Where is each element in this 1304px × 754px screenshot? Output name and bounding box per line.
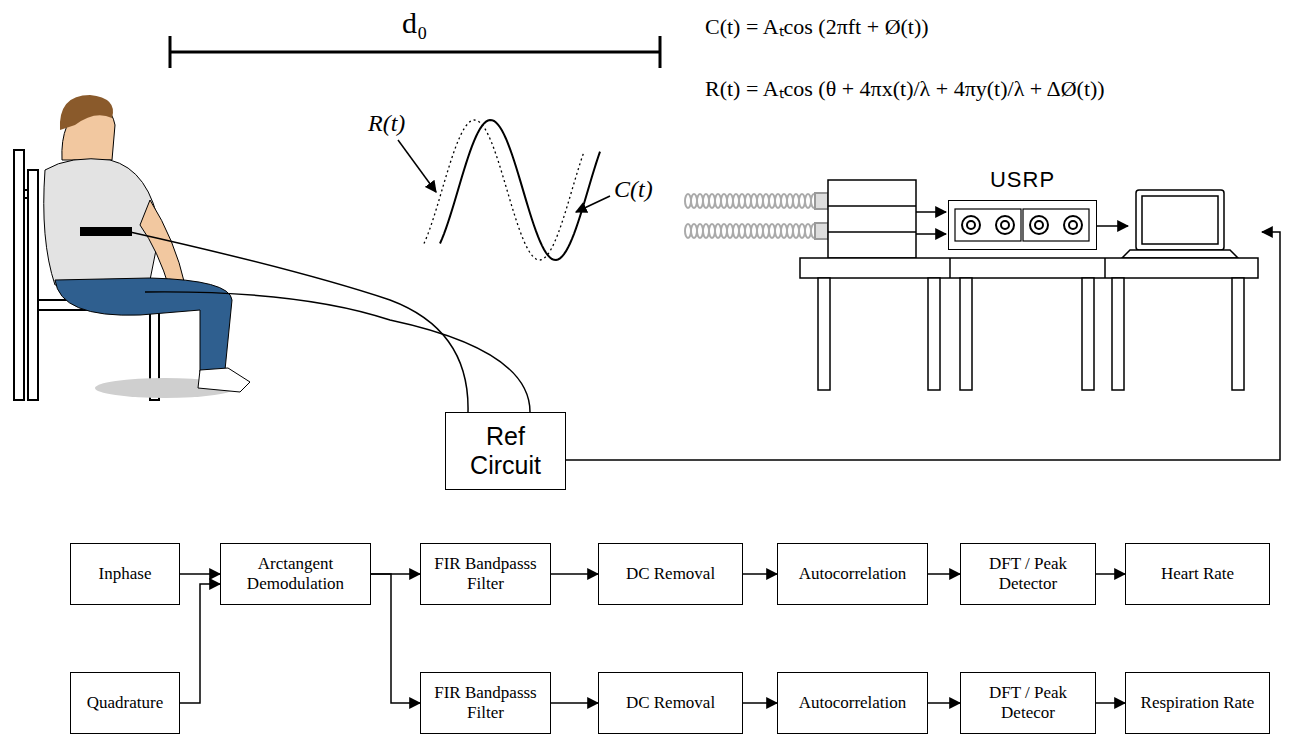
arrow <box>916 211 946 213</box>
usrp-ports <box>949 201 1095 248</box>
box-label: Heart Rate <box>1156 564 1239 584</box>
box-label: DC Removal <box>621 693 720 713</box>
antenna-connector <box>815 223 828 239</box>
wave-signal <box>424 120 600 260</box>
equation: C(t) = Aₜcos (2πft + Ø(t)) <box>705 10 929 40</box>
flow-arrow <box>371 574 420 703</box>
process-box: DFT / Peak Detecor <box>960 672 1096 734</box>
process-box: DFT / Peak Detector <box>960 543 1096 605</box>
process-box: Quadrature <box>70 672 180 734</box>
flow-arrow <box>180 584 220 703</box>
equation: R(t) = Aₜcos (θ + 4πx(t)/λ + 4πy(t)/λ + … <box>705 72 1105 102</box>
box-label: Autocorrelation <box>794 564 912 584</box>
box-label: DFT / Peak Detecor <box>961 683 1095 722</box>
table <box>800 258 1258 390</box>
antenna-connector <box>815 193 828 209</box>
box-label: DFT / Peak Detector <box>961 554 1095 593</box>
reflected-wave <box>424 120 584 260</box>
antenna-coil <box>685 193 828 239</box>
sensor-wire <box>130 232 530 412</box>
flow-arrow <box>1096 573 1125 575</box>
leader-line <box>576 196 610 212</box>
person <box>44 95 250 398</box>
dimension-label: d₀ <box>402 6 427 40</box>
carrier-wave <box>440 120 600 260</box>
box-label: Autocorrelation <box>794 693 912 713</box>
box-label: Arctangent Demodulation <box>221 554 370 593</box>
process-box: FIR Bandpasss Filter <box>420 543 551 605</box>
box-heading: USRP <box>949 167 1096 192</box>
output-box: Respiration Rate <box>1125 672 1270 734</box>
ref-circuit-box: Ref Circuit <box>445 412 566 490</box>
box-label: Quadrature <box>82 693 168 713</box>
box-label: FIR Bandpasss Filter <box>421 554 550 593</box>
chair <box>14 150 178 400</box>
arrow <box>1097 225 1128 227</box>
flow-arrow <box>551 702 598 704</box>
box-label: FIR Bandpasss Filter <box>421 683 550 722</box>
data-line <box>560 232 1280 460</box>
process-box: DC Removal <box>598 672 743 734</box>
process-box: Inphase <box>70 543 180 605</box>
flow-arrow <box>743 702 777 704</box>
process-box: Autocorrelation <box>777 672 928 734</box>
process-box: Arctangent Demodulation <box>220 543 371 605</box>
rf-frontend <box>828 180 916 258</box>
usrp-box: USRP <box>948 200 1097 250</box>
dimension-line <box>170 36 660 68</box>
flow-arrow <box>551 573 598 575</box>
box-label: DC Removal <box>621 564 720 584</box>
flow-arrow <box>928 702 960 704</box>
process-box: DC Removal <box>598 543 743 605</box>
box-label: Ref Circuit <box>446 422 565 480</box>
flow-arrow <box>743 573 777 575</box>
flow-arrow <box>1096 702 1125 704</box>
laptop <box>1122 190 1238 258</box>
signal-name: C(t) <box>614 176 653 203</box>
process-box: FIR Bandpasss Filter <box>420 672 551 734</box>
output-box: Heart Rate <box>1125 543 1270 605</box>
signal-name: R(t) <box>368 110 405 137</box>
box-label: Inphase <box>94 564 157 584</box>
box-label: Respiration Rate <box>1136 693 1260 713</box>
leader-line <box>398 140 436 192</box>
flow-arrow <box>928 573 960 575</box>
arrow <box>916 233 946 235</box>
flow-arrow <box>180 573 220 575</box>
process-box: Autocorrelation <box>777 543 928 605</box>
